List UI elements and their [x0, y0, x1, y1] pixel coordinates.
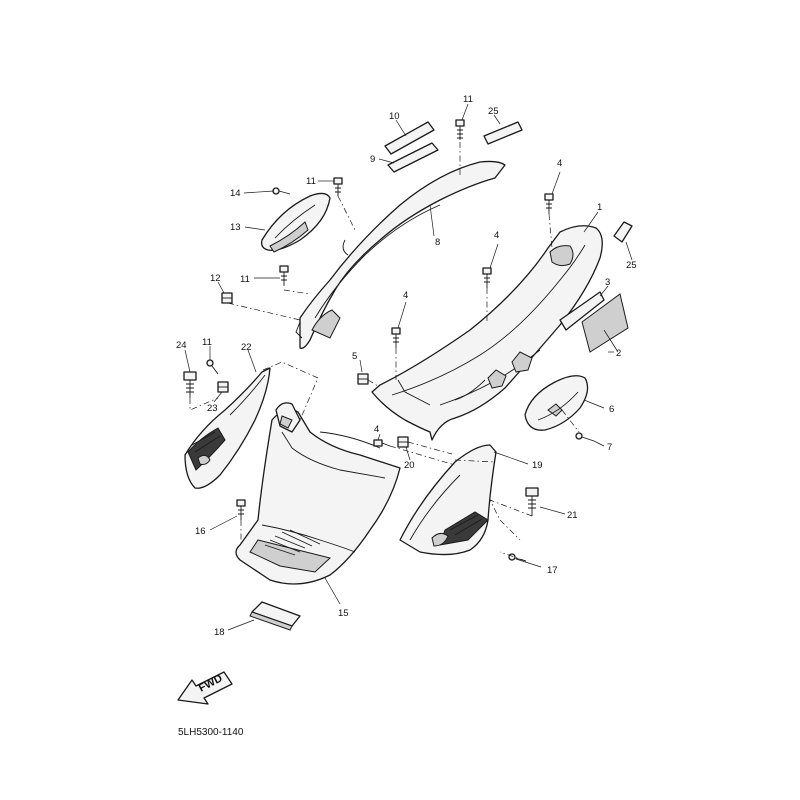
forward-direction-arrow-icon: FWD — [177, 671, 233, 705]
callout-13: 13 — [230, 222, 241, 233]
callout-11: 11 — [306, 176, 316, 187]
part-decal-strip-right — [613, 221, 633, 243]
part-left-side-plate — [184, 367, 271, 489]
clip-nut-icon — [221, 292, 233, 304]
callout-24: 24 — [176, 340, 187, 351]
callout-25: 25 — [626, 260, 637, 271]
part-floor-board — [235, 402, 401, 585]
callout-16: 16 — [195, 526, 206, 537]
bolt-icon — [183, 371, 197, 398]
callout-18: 18 — [214, 627, 225, 638]
callout-15: 15 — [338, 608, 349, 619]
bolt-icon — [279, 265, 289, 286]
callout-6: 6 — [609, 404, 614, 415]
part-decal-right — [559, 291, 629, 353]
callout-11: 11 — [202, 337, 212, 348]
callout-11: 11 — [463, 94, 473, 105]
screw-icon — [575, 432, 595, 442]
callout-4: 4 — [557, 158, 562, 169]
callout-17: 17 — [547, 565, 558, 576]
part-right-side-plate — [399, 444, 497, 556]
part-upper-rail — [295, 160, 506, 349]
callout-5: 5 — [352, 351, 357, 362]
callout-2: 2 — [616, 348, 621, 359]
clip-nut-icon — [397, 436, 409, 448]
bolt-icon — [236, 499, 246, 520]
callout-7: 7 — [607, 442, 612, 453]
callout-20: 20 — [404, 460, 415, 471]
drawing-code: 5LH5300-1140 — [178, 727, 244, 738]
callout-1: 1 — [597, 202, 602, 213]
part-grab-handle — [260, 192, 331, 253]
part-block — [249, 601, 301, 631]
bolt-icon — [455, 119, 465, 140]
callout-4: 4 — [403, 290, 408, 301]
callout-4: 4 — [494, 230, 499, 241]
callout-11: 11 — [240, 274, 250, 285]
callout-23: 23 — [207, 403, 218, 414]
bolt-icon — [482, 267, 492, 288]
screw-icon — [206, 359, 219, 375]
part-decal-strip-top — [483, 121, 523, 145]
part-oval-panel — [524, 375, 589, 431]
bolt-icon — [544, 193, 554, 214]
clip-nut-icon — [217, 381, 229, 393]
leader-lines — [184, 103, 633, 631]
callout-12: 12 — [210, 273, 221, 284]
part-decal-top — [384, 121, 439, 173]
callout-9: 9 — [370, 154, 375, 165]
fasteners — [183, 119, 595, 562]
clip-nut-icon — [357, 373, 369, 385]
callout-4: 4 — [374, 424, 379, 435]
callout-10: 10 — [389, 111, 400, 122]
bolt-icon — [333, 177, 343, 196]
callout-14: 14 — [230, 188, 241, 199]
callout-22: 22 — [241, 342, 252, 353]
callout-21: 21 — [567, 510, 578, 521]
screw-icon — [272, 187, 291, 195]
part-side-cover — [371, 225, 603, 441]
callout-19: 19 — [532, 460, 543, 471]
bolt-icon — [525, 487, 539, 516]
assembly-lines — [189, 142, 580, 562]
callout-labels: 1 2 3 4 4 4 4 4 5 6 7 8 9 10 11 11 11 11… — [176, 94, 637, 638]
callout-25: 25 — [488, 106, 499, 117]
screw-icon — [373, 439, 391, 447]
callout-3: 3 — [605, 277, 610, 288]
bolt-icon — [391, 327, 401, 348]
callout-8: 8 — [435, 237, 440, 248]
